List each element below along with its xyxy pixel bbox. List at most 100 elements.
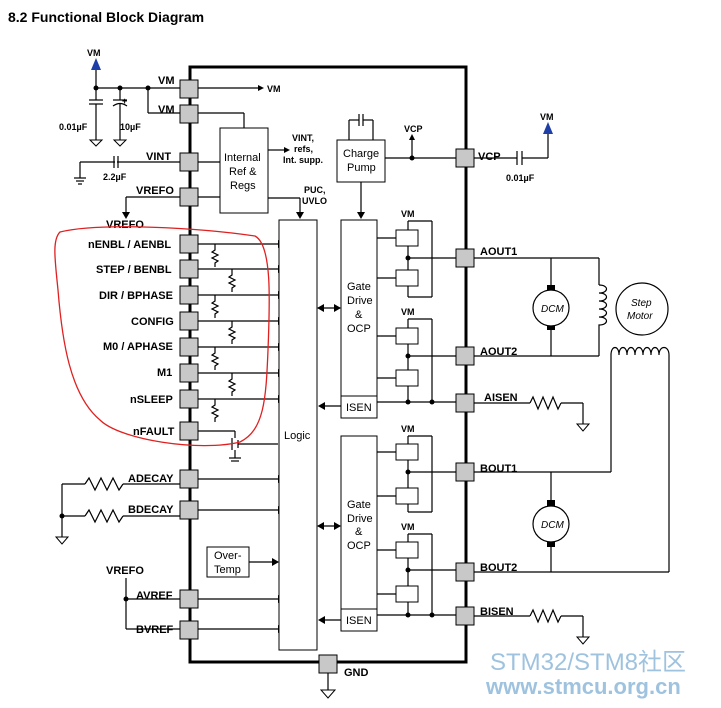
pin-config bbox=[179, 311, 199, 331]
gate-drive-a: Gate Drive & OCP ISEN bbox=[317, 219, 378, 419]
gate-b-line4: OCP bbox=[347, 540, 371, 552]
step-motor-line2: Motor bbox=[627, 311, 653, 322]
pin-label-gnd: GND bbox=[344, 667, 369, 679]
puc-line1: PUC, bbox=[304, 185, 326, 195]
pin-label-m1: M1 bbox=[157, 367, 172, 379]
ref-out-line1: VINT, bbox=[292, 133, 314, 143]
h-bridge-a: VM VM bbox=[377, 209, 456, 405]
gate-b-line3: & bbox=[355, 526, 363, 538]
pin-vrefo bbox=[179, 187, 199, 207]
vm-supply-right-label: VM bbox=[540, 112, 554, 122]
cap-10uf-label: 10µF bbox=[120, 122, 141, 132]
ref-regs-line2: Ref & bbox=[229, 166, 257, 178]
pin-gnd bbox=[318, 654, 338, 674]
pin-bout1 bbox=[455, 462, 475, 482]
pin-label-m0: M0 / APHASE bbox=[103, 341, 173, 353]
decay-network: ADECAY BDECAY bbox=[54, 473, 285, 545]
watermark-line1: STM32/STM8社区 bbox=[490, 649, 686, 676]
vm-supply-label: VM bbox=[87, 48, 101, 58]
pin-aout1 bbox=[455, 248, 475, 268]
vint-network: 2.2µF VINT bbox=[74, 151, 180, 185]
vm-out-label: VM bbox=[267, 84, 281, 94]
vm-fet-a1-label: VM bbox=[401, 209, 415, 219]
pin-label-bdecay: BDECAY bbox=[128, 504, 174, 516]
internal-ref-block: Internal Ref & Regs VM VINT, refs, Int. … bbox=[198, 84, 327, 219]
ref-regs-line1: Internal bbox=[224, 152, 261, 164]
vm-fet-b2-label: VM bbox=[401, 522, 415, 532]
cap-22uf-label: 2.2µF bbox=[103, 172, 127, 182]
pin-label-dir: DIR / BPHASE bbox=[99, 290, 173, 302]
cap-001uf-right-label: 0.01µF bbox=[506, 173, 535, 183]
pin-label-nsleep: nSLEEP bbox=[130, 394, 173, 406]
pin-label-config: CONFIG bbox=[131, 316, 174, 328]
vm-fet-a2-label: VM bbox=[401, 307, 415, 317]
dcm-top-label: DCM bbox=[541, 304, 564, 315]
ref-out-line3: Int. supp. bbox=[283, 155, 323, 165]
vrefo-output-label: VREFO bbox=[106, 219, 144, 231]
vref-network: VREFO AVREF BVREF bbox=[106, 565, 285, 636]
gate-a-line2: Drive bbox=[347, 295, 373, 307]
pin-aout2 bbox=[455, 346, 475, 366]
dc-motor-b-icon bbox=[532, 505, 570, 543]
pin-label-aout2: AOUT2 bbox=[480, 346, 517, 358]
pin-label-aisen: AISEN bbox=[484, 392, 518, 404]
gate-b-line1: Gate bbox=[347, 499, 371, 511]
pin-label-bout1: BOUT1 bbox=[480, 463, 517, 475]
pin-aisen bbox=[455, 393, 475, 413]
dcm-bottom-label: DCM bbox=[541, 520, 564, 531]
overtemp-line2: Temp bbox=[214, 564, 241, 576]
gate-a-line1: Gate bbox=[347, 281, 371, 293]
vm-arrow-icon bbox=[91, 58, 101, 70]
pin-vm-2 bbox=[179, 104, 199, 124]
pin-label-vint: VINT bbox=[146, 151, 171, 163]
pin-label-nfault: nFAULT bbox=[133, 426, 175, 438]
pin-vcp bbox=[455, 148, 475, 168]
pin-label-vm-1: VM bbox=[158, 75, 175, 87]
vcp-internal-label: VCP bbox=[404, 124, 423, 134]
charge-pump-block: Charge Pump VCP bbox=[336, 114, 456, 219]
pin-avref bbox=[179, 589, 199, 609]
overtemp-line1: Over- bbox=[214, 550, 242, 562]
pin-label-vm-2: VM bbox=[158, 104, 175, 116]
highlight-annotation bbox=[54, 226, 270, 447]
pin-bdecay bbox=[179, 500, 199, 520]
charge-pump-line1: Charge bbox=[343, 148, 379, 160]
vm-fet-b1-label: VM bbox=[401, 424, 415, 434]
gate-a-line4: OCP bbox=[347, 323, 371, 335]
h-bridge-b: VM VM bbox=[377, 424, 456, 618]
overtemp-block: Over- Temp bbox=[206, 546, 279, 578]
ref-out-line2: refs, bbox=[294, 144, 313, 154]
pin-bvref bbox=[179, 620, 199, 640]
pin-m0 bbox=[179, 337, 199, 357]
vrefo-network: VREFO VREFO bbox=[106, 185, 180, 231]
pin-vm-1 bbox=[179, 79, 199, 99]
pin-adecay bbox=[179, 469, 199, 489]
isen-b-label: ISEN bbox=[346, 615, 372, 627]
control-pin-labels: nENBL / AENBL STEP / BENBL DIR / BPHASE … bbox=[88, 239, 175, 438]
pin-label-step: STEP / BENBL bbox=[96, 264, 172, 276]
section-title: 8.2 Functional Block Diagram bbox=[8, 9, 204, 25]
plus-sign: + bbox=[122, 96, 127, 106]
gate-a-line3: & bbox=[355, 309, 363, 321]
pin-label-vcp: VCP bbox=[478, 151, 501, 163]
pin-nsleep bbox=[179, 389, 199, 409]
pin-step bbox=[179, 259, 199, 279]
pin-dir bbox=[179, 285, 199, 305]
logic-label: Logic bbox=[284, 430, 311, 442]
pin-nfault bbox=[179, 421, 199, 441]
step-motor-line1: Step bbox=[631, 298, 652, 309]
logic-block bbox=[278, 219, 318, 651]
sense-resistors bbox=[474, 395, 591, 645]
charge-pump-line2: Pump bbox=[347, 162, 376, 174]
pin-vint bbox=[179, 152, 199, 172]
gate-drive-b: Gate Drive & OCP ISEN bbox=[317, 435, 378, 632]
stepper-coil-a-icon bbox=[598, 284, 608, 330]
pin-label-aout1: AOUT1 bbox=[480, 246, 517, 258]
vcp-external: VM 0.01µF bbox=[474, 112, 554, 183]
pin-label-bvref: BVREF bbox=[136, 624, 174, 636]
gate-b-line2: Drive bbox=[347, 513, 373, 525]
pin-label-adecay: ADECAY bbox=[128, 473, 174, 485]
pin-bout2 bbox=[455, 562, 475, 582]
pin-nenbl bbox=[179, 234, 199, 254]
